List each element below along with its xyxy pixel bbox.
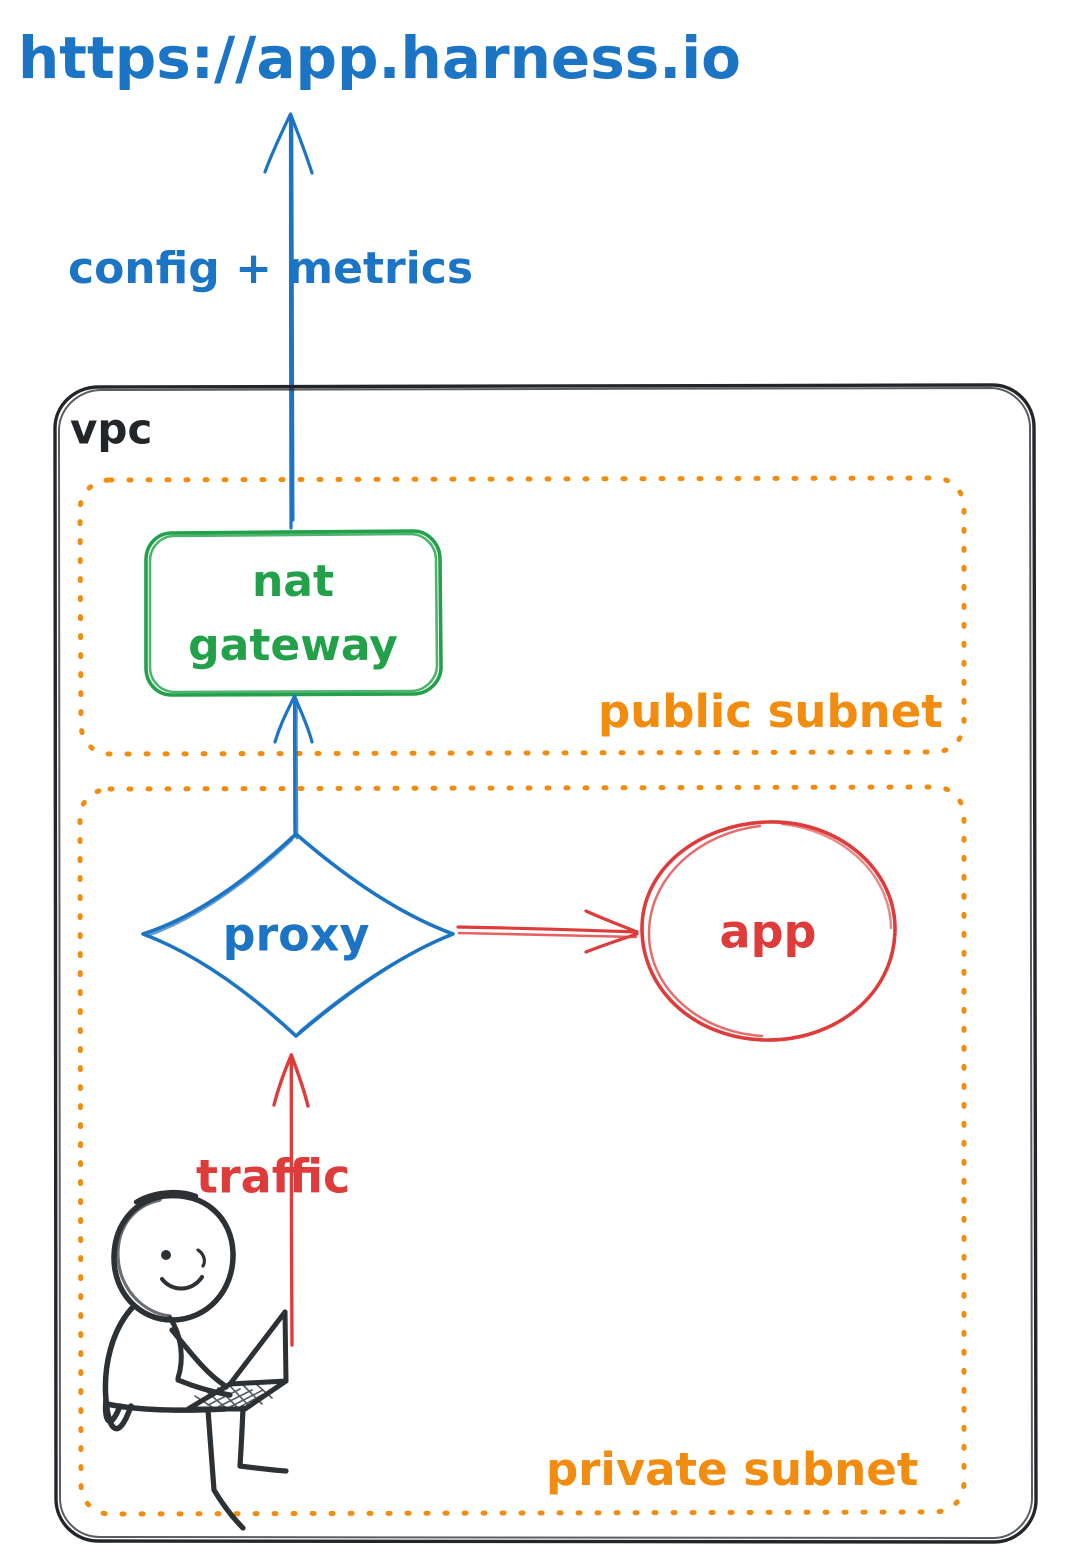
vpc-boundary	[53, 383, 1038, 1544]
user-stick-figure	[102, 1189, 289, 1531]
node-proxy[interactable]: proxy	[141, 832, 455, 1038]
private-subnet-boundary	[77, 784, 967, 1517]
config-metrics-label: config + metrics	[68, 243, 473, 294]
node-app[interactable]: app	[640, 820, 897, 1042]
nat-gateway-label-line1: nat	[252, 556, 334, 607]
public-subnet-boundary	[77, 475, 967, 757]
edge-nat-to-internet	[263, 112, 314, 530]
app-label: app	[720, 905, 817, 959]
edge-proxy-to-app	[456, 909, 639, 954]
proxy-label: proxy	[223, 908, 370, 962]
private-subnet-label: private subnet	[546, 1443, 918, 1496]
external-url-label: https://app.harness.io	[18, 24, 741, 92]
vpc-label: vpc	[70, 405, 152, 454]
edge-user-to-proxy	[272, 1053, 310, 1347]
nat-gateway-label-line2: gateway	[188, 620, 398, 671]
edge-proxy-to-nat	[273, 694, 314, 840]
traffic-label: traffic	[196, 1150, 350, 1204]
node-nat-gateway[interactable]: nat gateway	[144, 529, 443, 697]
public-subnet-label: public subnet	[598, 685, 943, 738]
